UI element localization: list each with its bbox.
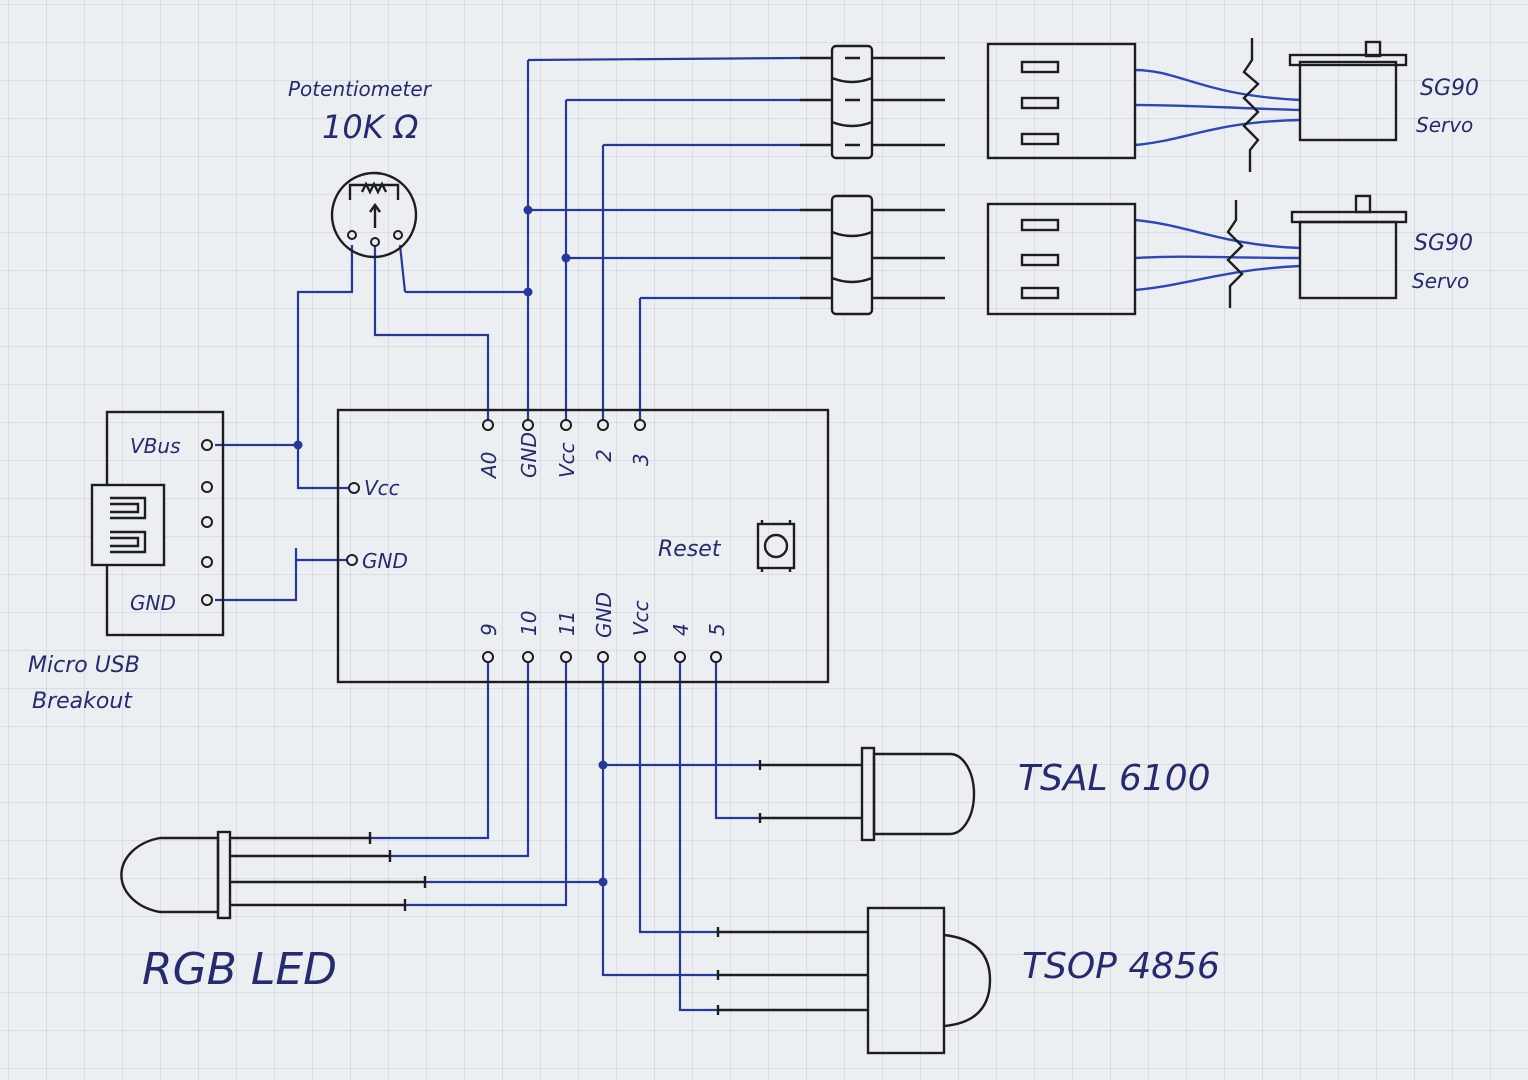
wire-break-2 [1226, 200, 1244, 308]
pin-label-11: 11 [555, 611, 579, 636]
servo1-label-line1: SG90 [1420, 76, 1479, 101]
reset-label: Reset [658, 537, 722, 562]
servo-2: SG90 Servo [1290, 194, 1473, 300]
pin-label-3: 3 [629, 453, 653, 466]
pin-label-5: 5 [705, 623, 729, 636]
servo-connector-2 [986, 202, 1137, 316]
servo2-label-line2: Servo [1412, 269, 1469, 293]
servo-connector-1 [986, 42, 1137, 160]
pin-label-vcc-left: Vcc [364, 476, 400, 500]
usb-name-line2: Breakout [32, 689, 133, 714]
potentiometer-name: Potentiometer [288, 77, 433, 101]
wires [215, 56, 1301, 1012]
ir-led-tsal6100: TSAL 6100 [758, 746, 1211, 842]
rgb-led-label: RGB LED [142, 944, 337, 995]
servo1-label-line2: Servo [1416, 113, 1473, 137]
microcontroller-board: A0 GND Vcc 2 3 Vcc GND 9 10 11 GND Vcc [336, 408, 830, 684]
servo-header-2 [800, 194, 945, 316]
pin-label-gnd-bottom: GND [592, 592, 616, 638]
ir-receiver-tsop4856: TSOP 4856 [716, 906, 1220, 1055]
pin-label-9: 9 [477, 623, 501, 636]
board-bottom-pins: 9 10 11 GND Vcc 4 5 [477, 592, 729, 663]
servo-header-1 [800, 44, 945, 160]
servo-1: SG90 Servo [1288, 40, 1479, 142]
pin-label-10: 10 [517, 611, 541, 636]
micro-usb-breakout: VBus GND Micro USB Breakout [28, 410, 225, 714]
usb-name-line1: Micro USB [28, 653, 140, 678]
servo2-label-line1: SG90 [1414, 231, 1473, 256]
rgb-led: RGB LED [120, 830, 427, 995]
pin-label-a0: A0 [477, 452, 501, 480]
pin-label-gnd-left: GND [362, 549, 408, 573]
usb-vbus-label: VBus [130, 434, 181, 458]
tsop4856-label: TSOP 4856 [1022, 946, 1220, 987]
board-left-pins: Vcc GND [346, 476, 408, 573]
tsal6100-label: TSAL 6100 [1018, 758, 1211, 799]
pin-label-vcc-bottom: Vcc [629, 600, 653, 636]
junction-dots [293, 205, 608, 887]
pin-label-vcc-top: Vcc [555, 442, 579, 478]
board-top-pins: A0 GND Vcc 2 3 [477, 419, 653, 480]
pin-label-2: 2 [592, 449, 616, 462]
pin-label-4: 4 [669, 623, 693, 636]
potentiometer-value: 10K Ω [322, 108, 419, 146]
potentiometer: Potentiometer 10K Ω [288, 77, 433, 259]
pin-label-gnd-top: GND [517, 432, 541, 478]
reset-button: Reset [658, 520, 796, 572]
wire-break-1 [1242, 38, 1260, 172]
usb-gnd-label: GND [130, 591, 176, 615]
